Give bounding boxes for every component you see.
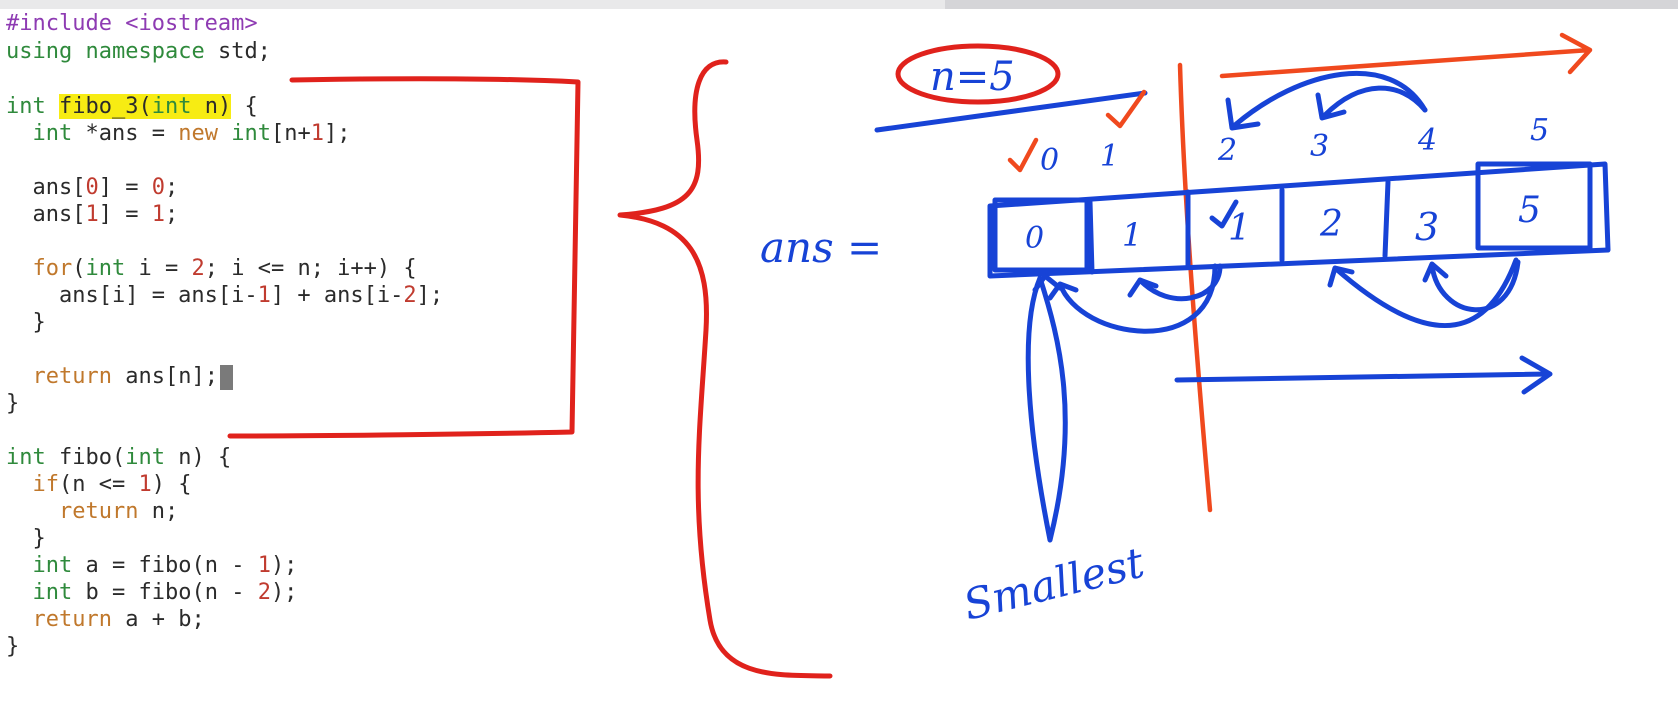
curly-brace — [617, 59, 833, 679]
array-value-4: 3 — [1415, 205, 1439, 249]
code-line-12: } — [6, 310, 46, 335]
token-int: int — [6, 94, 46, 119]
check-mark-1 — [1105, 89, 1147, 129]
ans-label: ans = — [760, 223, 882, 272]
code-line-7: ans[0] = 0; — [6, 175, 179, 200]
code-line-17: int fibo(int n) { — [6, 445, 232, 470]
code-line-20: } — [6, 526, 46, 551]
code-line-23: return a + b; — [32, 607, 205, 632]
bottom-arrow — [1174, 355, 1553, 395]
array-outline — [987, 161, 1611, 279]
index-2: 2 — [1217, 133, 1237, 168]
code-editor[interactable]: #include <iostream> using namespace std;… — [0, 9, 640, 712]
code-line-22: int b = fibo(n - 2); — [32, 580, 298, 605]
token-using: using — [6, 39, 73, 64]
n-underline — [874, 90, 1148, 133]
n-label: n=5 — [930, 54, 1015, 100]
index-5: 5 — [1530, 113, 1549, 148]
code-line-2: using namespace std; — [6, 39, 271, 64]
dependency-arrow-top-2 — [1315, 85, 1428, 121]
smallest-arrow — [1025, 273, 1068, 543]
text-cursor — [219, 364, 233, 390]
array-cell-5 — [1475, 161, 1593, 251]
highlighted-signature: fibo_3(int n) — [59, 94, 232, 119]
cell-divider-1 — [1087, 199, 1095, 275]
code-line-10: for(int i = 2; i <= n; i++) { — [32, 256, 417, 281]
code-line-8: ans[1] = 1; — [6, 202, 179, 227]
array-value-5: 5 — [1518, 190, 1541, 231]
code-line-14: return ans[n]; — [6, 362, 233, 391]
dependency-arrow-bottom-4 — [1422, 259, 1521, 313]
cell-check-mark — [1209, 199, 1239, 229]
dependency-arrow-bottom-3 — [1327, 257, 1519, 328]
code-line-1: #include <iostream> — [6, 9, 258, 38]
code-line-5: int *ans = new int[n+1]; — [32, 121, 351, 146]
dependency-arrow-bottom-2 — [1127, 263, 1223, 302]
right-tab[interactable] — [945, 0, 1678, 9]
code-line-19: return n; — [58, 499, 179, 524]
token-namespace: namespace — [85, 39, 205, 64]
smallest-label: Smallest — [959, 538, 1149, 630]
dependency-arrow-bottom-1 — [1047, 263, 1218, 334]
check-mark-0 — [1007, 137, 1039, 173]
array-value-0: 0 — [1025, 221, 1044, 256]
dependency-arrow-top-1 — [1225, 70, 1428, 131]
code-line-4: int fibo_3(int n) { — [6, 94, 258, 119]
divider-line — [1177, 62, 1213, 513]
array-cell-0 — [992, 197, 1090, 273]
code-line-24: } — [6, 634, 20, 659]
token: #include <iostream> — [6, 11, 258, 36]
cell-divider-4 — [1382, 179, 1391, 259]
n-label-circle — [895, 43, 1061, 105]
code-line-15: } — [6, 391, 20, 416]
array-value-1: 1 — [1122, 216, 1142, 254]
top-arrow — [1219, 32, 1593, 79]
index-0: 0 — [1040, 143, 1059, 178]
array-value-3: 2 — [1319, 204, 1343, 245]
code-line-11: ans[i] = ans[i-1] + ans[i-2]; — [6, 283, 444, 308]
index-3: 3 — [1310, 129, 1329, 164]
index-1: 1 — [1100, 139, 1119, 174]
code-line-21: int a = fibo(n - 1); — [32, 553, 298, 578]
code-line-18: if(n <= 1) { — [32, 472, 192, 497]
function-outline-box — [227, 76, 581, 439]
array-value-2: 1 — [1228, 208, 1251, 249]
window-title-bar — [0, 0, 1678, 9]
index-4: 4 — [1417, 123, 1437, 158]
